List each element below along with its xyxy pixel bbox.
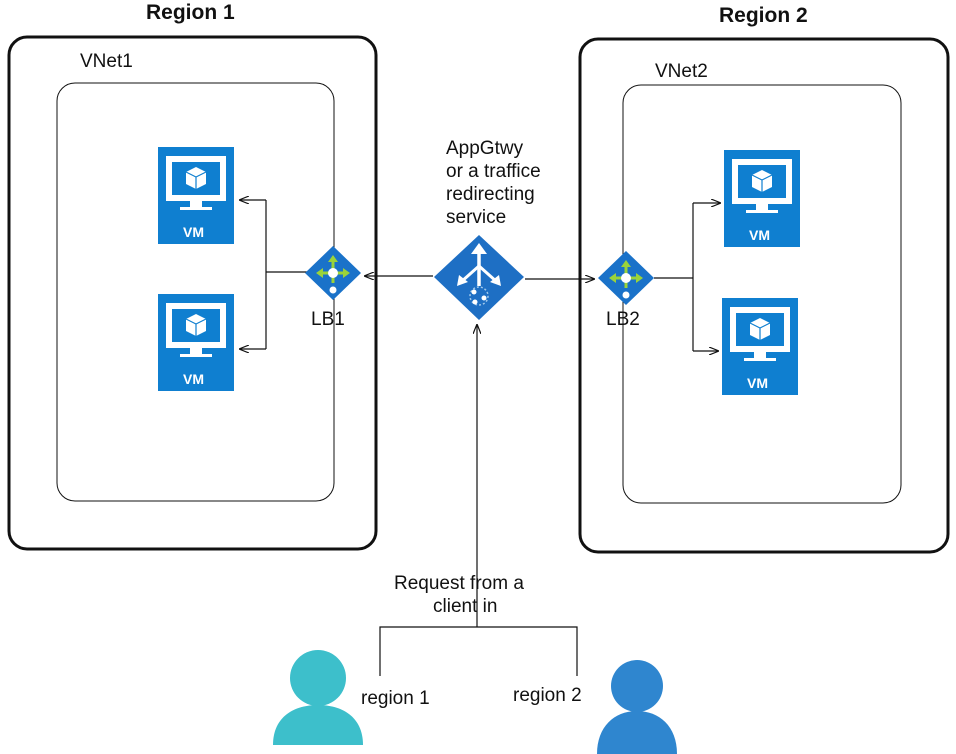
client-branch-connector	[379, 626, 578, 676]
vm-4-label: VM	[747, 375, 768, 391]
vm-1-icon: VM	[158, 147, 234, 244]
region-1-box	[7, 35, 378, 551]
client-region-1-person-icon	[273, 650, 363, 745]
lb2-to-vm-connector	[654, 203, 694, 351]
gateway-label-line-4: service	[446, 207, 506, 228]
vm-2-label: VM	[183, 371, 204, 387]
lb1-load-balancer-icon	[305, 246, 361, 300]
region-1-title: Region 1	[146, 1, 235, 24]
vnet1-label: VNet1	[80, 51, 133, 72]
gateway-label-line-1: AppGtwy	[446, 138, 524, 159]
vm-4-icon: VM	[722, 298, 798, 395]
lb2-label: LB2	[606, 309, 640, 330]
request-label-line-2: client in	[433, 596, 497, 617]
vnet1-box	[56, 82, 335, 502]
gateway-label-line-2: or a traffice	[446, 161, 541, 182]
lb2-load-balancer-icon	[598, 251, 654, 305]
vnet2-box	[622, 84, 902, 504]
lb1-label: LB1	[311, 309, 345, 330]
request-label-line-1: Request from a	[394, 573, 524, 594]
client-region-1-label: region 1	[361, 688, 430, 709]
vm-3-icon: VM	[724, 150, 800, 247]
lb1-to-vm-connector	[265, 200, 308, 349]
gateway-label-line-3: redirecting	[446, 184, 535, 205]
vm-3-label: VM	[749, 227, 770, 243]
client-region-2-label: region 2	[513, 685, 582, 706]
vm-1-label: VM	[183, 224, 204, 240]
region-2-title: Region 2	[719, 4, 808, 27]
vnet2-label: VNet2	[655, 61, 708, 82]
app-gateway-icon	[434, 235, 524, 320]
vm-2-icon: VM	[158, 294, 234, 391]
client-region-2-person-icon	[597, 660, 677, 754]
region-2-box	[578, 37, 950, 554]
